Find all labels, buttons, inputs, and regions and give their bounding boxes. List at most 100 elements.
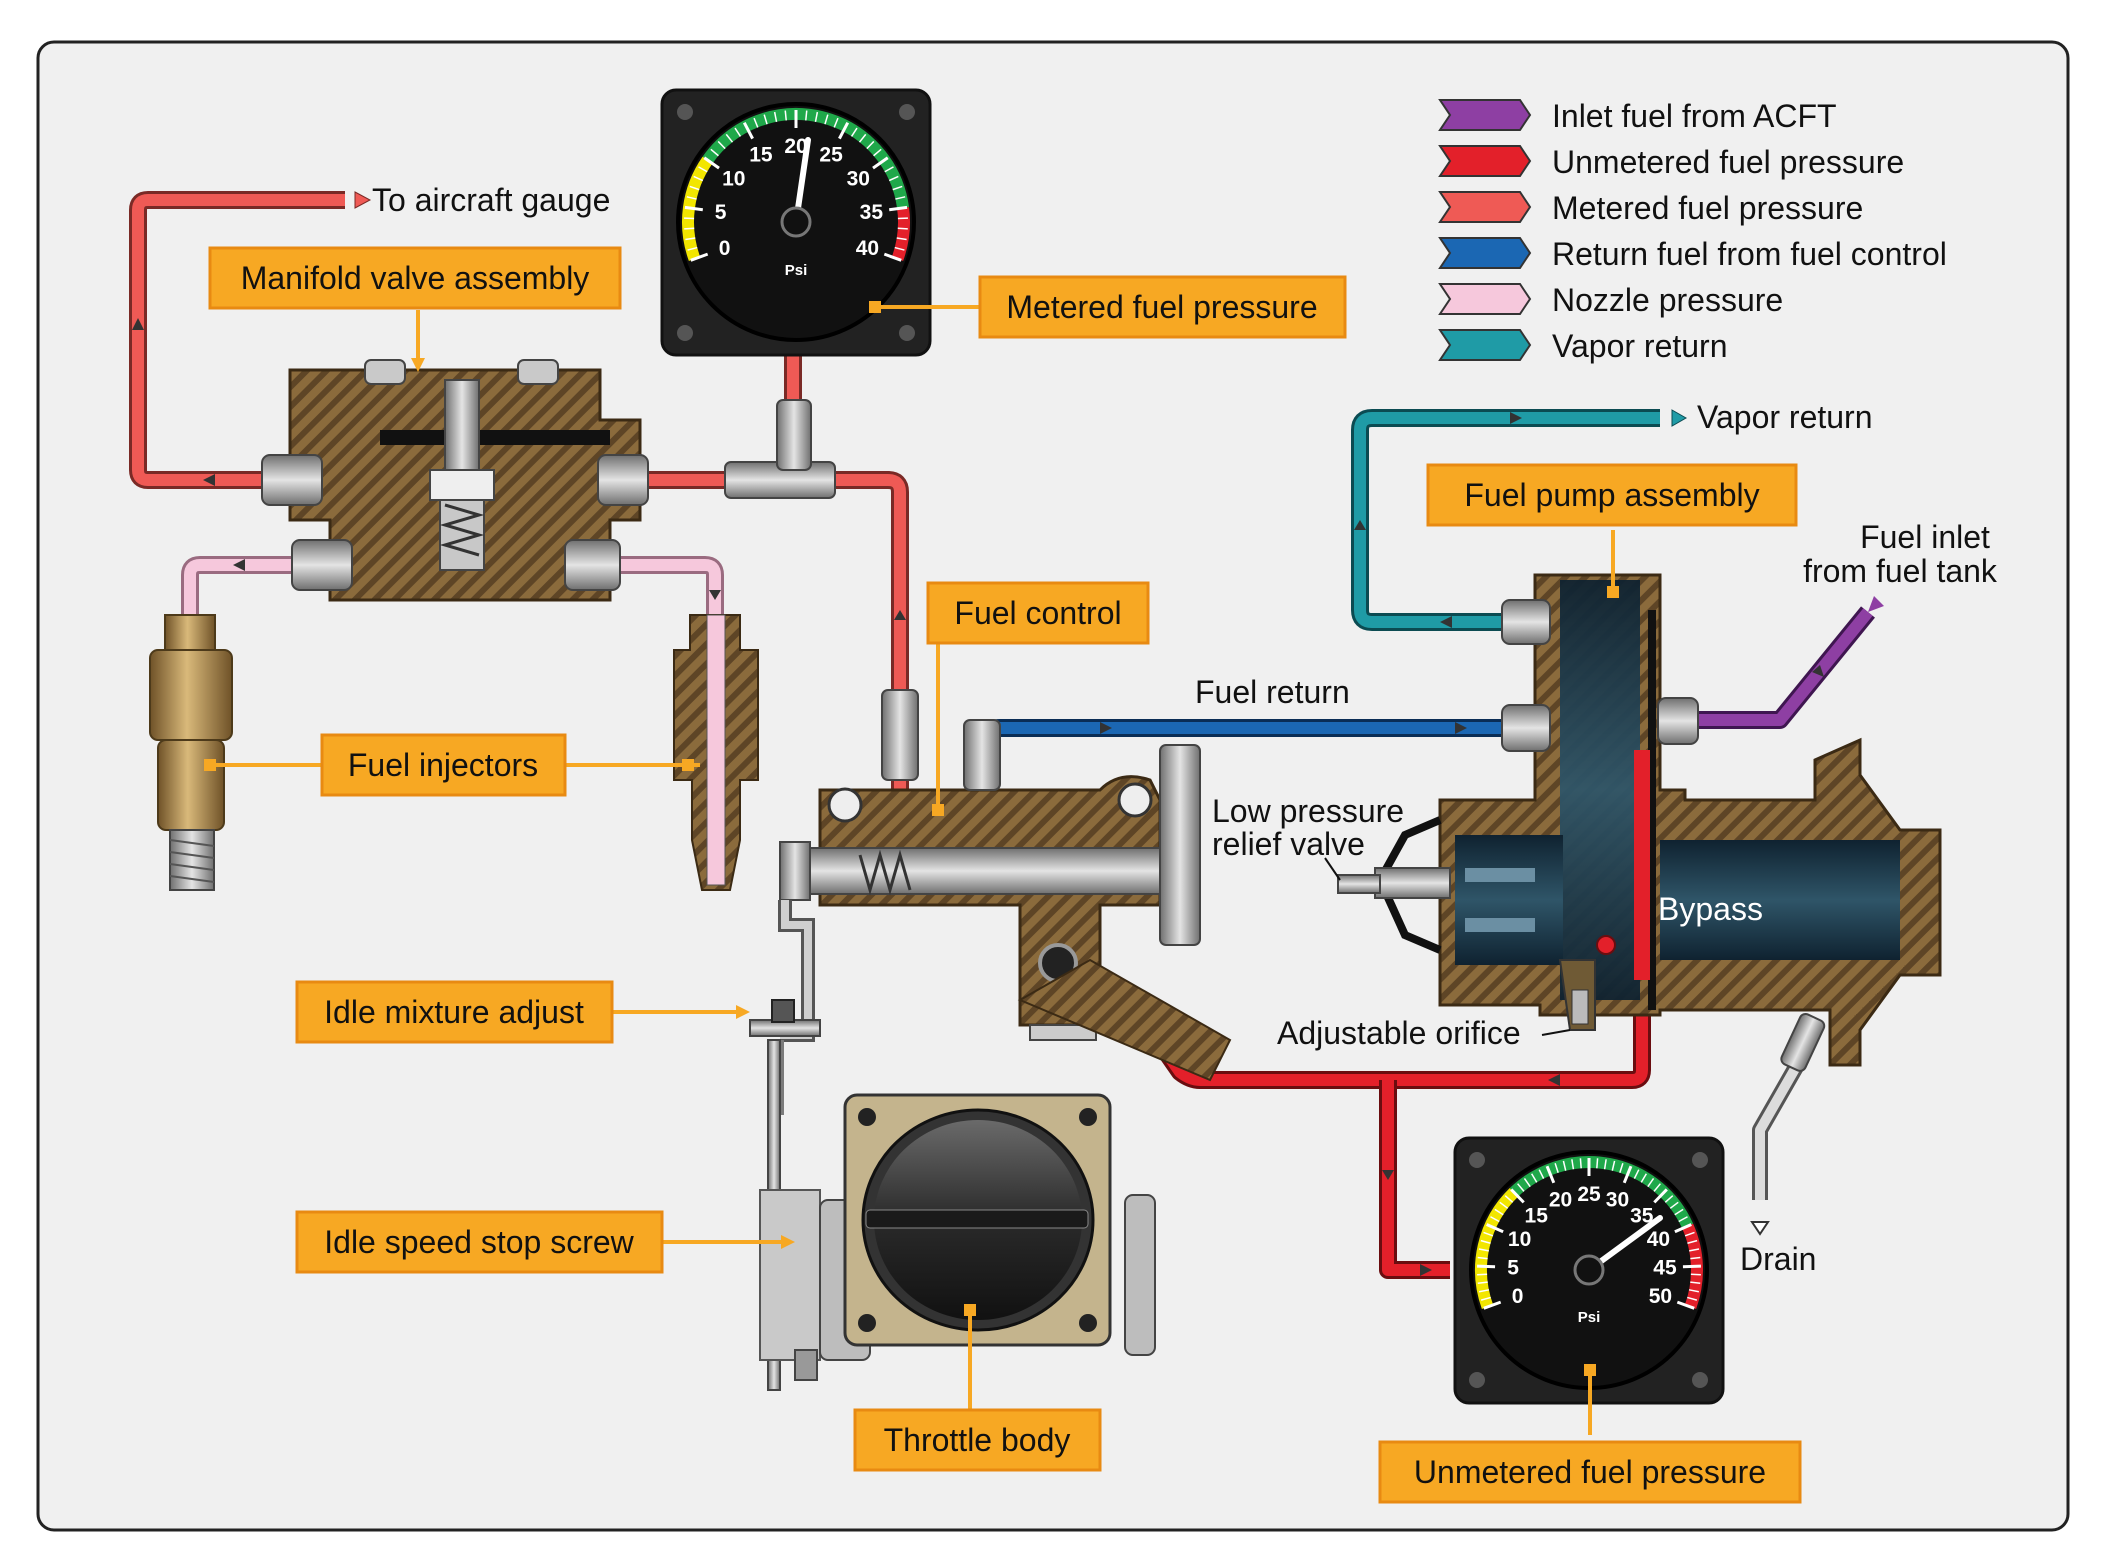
gauge-tick <box>753 117 759 128</box>
gauge-tick-label: 25 <box>1577 1183 1601 1206</box>
legend-item: Inlet fuel from ACFT <box>1438 98 1837 134</box>
gauge-tick-label: 0 <box>1512 1285 1524 1308</box>
callout-manifold-valve: Manifold valve assembly <box>208 246 622 310</box>
gauge-tick <box>1494 1208 1504 1216</box>
gauge-tick <box>1611 1160 1616 1171</box>
gauge-tick <box>1603 1159 1607 1170</box>
leader-dots <box>204 301 1619 1376</box>
label-to-aircraft-gauge: To aircraft gauge <box>372 182 610 218</box>
gauge-tick <box>710 148 719 157</box>
gauge-tick <box>873 148 882 157</box>
gauge-tick <box>889 205 908 212</box>
label-drain: Drain <box>1740 1241 1816 1277</box>
fuel-pump-assembly <box>1337 573 1942 1072</box>
callout-idle-mixture: Idle mixture adjust <box>295 980 614 1044</box>
gauge-tick <box>1684 1231 1695 1237</box>
gauge-tick <box>1678 1216 1688 1223</box>
gauge-arc-band <box>702 108 910 209</box>
gauge-tick <box>1669 1201 1679 1209</box>
gauge-tick <box>814 111 819 123</box>
legend-label: Metered fuel pressure <box>1552 190 1863 226</box>
gauge-tick <box>1653 1183 1661 1192</box>
gauge-tick <box>1531 1173 1538 1183</box>
legend-label: Unmetered fuel pressure <box>1552 144 1904 180</box>
label-fuel-inlet-2: from fuel tank <box>1803 553 1998 589</box>
gauge-tick <box>1483 1231 1494 1237</box>
legend-swatch <box>1438 99 1532 131</box>
gauge-tick <box>892 185 903 191</box>
manifold-valve-assembly <box>261 359 836 602</box>
callout-fuel-control-text: Fuel control <box>954 595 1121 631</box>
gauge-tick <box>1478 1248 1489 1252</box>
gauge-tick-label: 40 <box>1647 1228 1670 1251</box>
gauge-tick-label: 35 <box>860 201 884 224</box>
gauge-tick <box>833 117 839 128</box>
label-vapor-return: Vapor return <box>1697 399 1873 435</box>
gauge-tick <box>1674 1208 1684 1216</box>
gauge-tick <box>824 114 829 125</box>
legend-item: Vapor return <box>1438 328 1728 364</box>
gauge-tick <box>1477 1256 1488 1260</box>
gauge-tick <box>1653 1188 1668 1204</box>
gauge-tick-label: 5 <box>1507 1256 1519 1279</box>
gauge-tick <box>1554 1163 1559 1174</box>
gauge-tick <box>734 127 742 137</box>
gauge-tick <box>850 127 858 137</box>
gauge-tick <box>1499 1201 1509 1209</box>
label-adjustable-orifice: Adjustable orifice <box>1277 1015 1521 1051</box>
gauge-tick <box>897 227 908 230</box>
legend-item: Nozzle pressure <box>1438 282 1783 318</box>
gauge-tick <box>1510 1188 1525 1204</box>
label-low-pressure-2: relief valve <box>1212 826 1365 862</box>
gauge-tick <box>1687 1239 1698 1244</box>
gauge-tick <box>698 166 708 173</box>
gauge-tick <box>866 140 875 150</box>
gauge-tick <box>1674 1223 1692 1234</box>
legend-item: Unmetered fuel pressure <box>1438 144 1904 180</box>
gauge-tick <box>1682 1264 1701 1269</box>
gauge-tick-label: 10 <box>722 167 745 190</box>
gauge-tick <box>784 110 787 121</box>
gauge-tick <box>1633 1169 1640 1179</box>
callout-fuel-injectors: Fuel injectors <box>320 733 567 797</box>
callout-metered-pressure: Metered fuel pressure <box>978 275 1347 339</box>
legend-swatch <box>1438 329 1532 361</box>
gauge-arc-band <box>891 207 910 261</box>
legend: Inlet fuel from ACFT Unmetered fuel press… <box>1438 98 1947 364</box>
gauge-tick <box>686 196 697 200</box>
gauge-tick-label: 20 <box>784 135 807 158</box>
gauge-tick <box>1619 1163 1624 1174</box>
callout-fuel-control: Fuel control <box>926 581 1150 645</box>
callout-throttle-body: Throttle body <box>853 1408 1102 1472</box>
gauge-tick-label: 10 <box>1508 1228 1531 1251</box>
unmetered-gauge-unit: Psi <box>1578 1309 1601 1326</box>
gauge-tick <box>703 156 720 170</box>
callout-fuel-pump-text: Fuel pump assembly <box>1464 477 1759 513</box>
gauge-tick <box>1477 1281 1488 1285</box>
label-low-pressure-1: Low pressure <box>1212 793 1404 829</box>
gauge-arc-band <box>1475 1187 1519 1309</box>
legend-label: Vapor return <box>1552 328 1728 364</box>
gauge-tick-label: 30 <box>847 167 870 190</box>
gauge-tick <box>888 175 899 182</box>
gauge-arc-band <box>1509 1156 1694 1229</box>
gauge-tick-label: 25 <box>819 144 843 167</box>
gauge-tick <box>1690 1281 1701 1285</box>
gauge-tick <box>693 175 704 182</box>
gauge-tick <box>1480 1239 1491 1244</box>
gauge-tick <box>1483 1300 1502 1310</box>
callout-metered-pressure-text: Metered fuel pressure <box>1006 289 1317 325</box>
callout-idle-speed: Idle speed stop screw <box>295 1210 664 1274</box>
gauge-tick <box>773 111 778 123</box>
label-fuel-return: Fuel return <box>1195 674 1350 710</box>
gauge-tick <box>1545 1165 1556 1184</box>
gauge-tick-label: 15 <box>1525 1204 1549 1227</box>
gauge-tick <box>896 237 907 241</box>
fuel-injector-left <box>149 614 233 891</box>
gauge-tick <box>725 133 734 143</box>
callout-unmetered-pressure-text: Unmetered fuel pressure <box>1414 1454 1766 1490</box>
legend-item: Return fuel from fuel control <box>1438 236 1947 272</box>
gauge-tick <box>1622 1165 1633 1184</box>
gauge-tick <box>1647 1178 1655 1188</box>
